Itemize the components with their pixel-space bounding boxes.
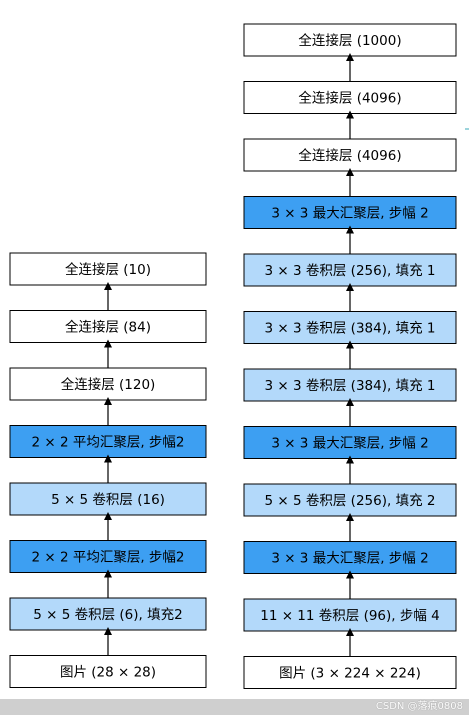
- lenet-layer-label: 5 × 5 卷积层 (6), 填充2: [33, 607, 182, 623]
- lenet-layer-box: [9, 655, 207, 688]
- alexnet-layer-label: 3 × 3 最大汇聚层, 步幅 2: [271, 206, 428, 222]
- alexnet-layer-box: [243, 368, 457, 402]
- lenet-layer-label: 全连接层 (10): [65, 261, 151, 278]
- alexnet-layer-label: 11 × 11 卷积层 (96), 步幅 4: [260, 608, 440, 624]
- alexnet-layer-label: 5 × 5 卷积层 (256), 填充 2: [265, 493, 436, 509]
- alexnet-layer-box: [243, 656, 457, 689]
- lenet-layer-box: [9, 252, 207, 286]
- lenet-layer-label: 全连接层 (84): [65, 319, 151, 336]
- alexnet-column: 全连接层 (1000) 全连接层 (4096) 全连接层 (4096) 3 × 3 最…: [243, 23, 457, 689]
- alexnet-layer-label: 图片 (3 × 224 × 224): [279, 666, 421, 682]
- alexnet-layer-label: 3 × 3 卷积层 (384), 填充 1: [265, 378, 436, 394]
- alexnet-layer-label: 3 × 3 最大汇聚层, 步幅 2: [271, 436, 428, 452]
- network-architecture-diagram: 全连接层 (10) 全连接层 (84) 全连接层 (120) 2 × 2 平均汇聚层,…: [9, 23, 469, 689]
- alexnet-layer-label: 3 × 3 最大汇聚层, 步幅 2: [271, 551, 428, 567]
- lenet-layer-box: [9, 597, 207, 631]
- lenet-layer-box: [9, 310, 207, 343]
- alexnet-layer-box: [243, 541, 457, 574]
- alexnet-layer-label: 全连接层 (4096): [298, 90, 401, 107]
- alexnet-layer-box: [243, 138, 457, 172]
- alexnet-layer-box: [243, 81, 457, 114]
- lenet-column: 全连接层 (10) 全连接层 (84) 全连接层 (120) 2 × 2 平均汇聚层,…: [9, 252, 207, 688]
- alexnet-layer-box: [243, 253, 457, 287]
- alexnet-layer-label: 全连接层 (1000): [298, 32, 401, 49]
- lenet-layer-box: [9, 540, 207, 573]
- lenet-layer-box: [9, 367, 207, 401]
- alexnet-layer-label: 3 × 3 卷积层 (384), 填充 1: [265, 321, 436, 337]
- alexnet-layer-box: [243, 426, 457, 459]
- lenet-layer-label: 2 × 2 平均汇聚层, 步幅2: [31, 550, 184, 566]
- alexnet-layer-box: [243, 483, 457, 517]
- lenet-layer-label: 图片 (28 × 28): [60, 665, 156, 681]
- lenet-layer-label: 2 × 2 平均汇聚层, 步幅2: [31, 435, 184, 451]
- footer-bar: CSDN @落痕0808: [0, 699, 469, 715]
- lenet-layer-box: [9, 482, 207, 516]
- watermark-text: CSDN @落痕0808: [375, 701, 463, 712]
- alexnet-layer-label: 3 × 3 卷积层 (256), 填充 1: [265, 263, 436, 279]
- alexnet-layer-label: 全连接层 (4096): [298, 147, 401, 164]
- lenet-layer-label: 5 × 5 卷积层 (16): [51, 492, 165, 508]
- alexnet-layer-box: [243, 598, 457, 632]
- alexnet-layer-box: [243, 196, 457, 229]
- lenet-layer-label: 全连接层 (120): [61, 376, 156, 393]
